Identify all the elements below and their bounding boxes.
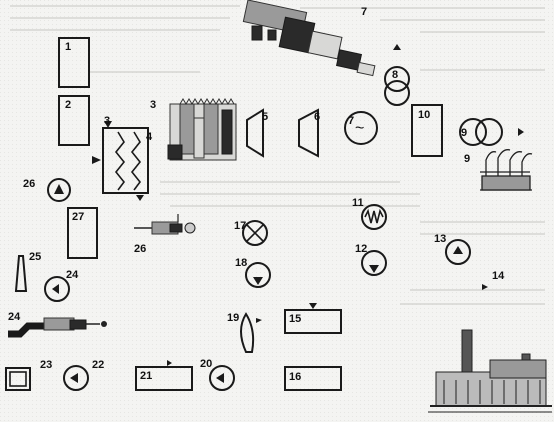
- label-3: 3: [104, 115, 110, 127]
- heat-exchanger-11: [361, 204, 387, 230]
- heater-17: [242, 220, 268, 246]
- pump-13: [445, 239, 471, 265]
- label-14: 14: [492, 270, 505, 282]
- pump-24: [44, 276, 70, 302]
- generator-icon: ~: [355, 120, 364, 137]
- deaerator-19: [240, 312, 255, 353]
- turbine-generator-illustration: [242, 0, 376, 77]
- zigzag-heater-right: [130, 131, 142, 191]
- unit-box-15: [284, 309, 342, 334]
- boiler-top-arrow: [104, 121, 112, 128]
- box-21-arrow: [167, 360, 172, 366]
- box-15-arrow: [309, 303, 317, 309]
- label-2: 2: [65, 99, 71, 111]
- unit-box-21: [135, 366, 193, 391]
- label-7: 7: [348, 115, 354, 127]
- unit-box-27: [67, 207, 98, 259]
- label-7-top: 7: [361, 6, 367, 18]
- label-10: 10: [418, 109, 430, 121]
- pump-20: [209, 365, 235, 391]
- boiler-box: [102, 127, 149, 194]
- label-18: 18: [235, 257, 247, 269]
- boiler-bottom-arrow: [136, 195, 144, 201]
- label-21: 21: [140, 370, 152, 382]
- arrow-14: [482, 284, 488, 290]
- unit-box-10: [411, 104, 443, 157]
- unit-box-16: [284, 366, 342, 391]
- transformer-9-right: [475, 118, 503, 146]
- label-4: 4: [146, 131, 153, 143]
- boiler-inlet-arrow: [92, 156, 101, 164]
- transformer-8-arrow: [393, 44, 401, 50]
- transformer-8-upper: [384, 66, 410, 92]
- power-plant-illustration: [428, 329, 552, 413]
- transformer-9-left: [459, 118, 487, 146]
- pump-12: [361, 250, 387, 276]
- transformer-8-lower: [384, 80, 410, 106]
- pump-12-triangle: [369, 265, 379, 273]
- label-11: 11: [352, 197, 364, 209]
- turbine-6: [298, 108, 319, 158]
- unit-box-2: [58, 95, 90, 146]
- pump-24-triangle: [52, 284, 59, 294]
- label-20: 20: [200, 358, 212, 370]
- pump-22: [63, 365, 89, 391]
- number-labels: 1 2 3 3 4 5 6 7 7 8 9 9 10 11 12 13 14 1…: [8, 6, 505, 383]
- pump-26: [47, 178, 71, 202]
- heat-exchanger-11-zigzag: [364, 208, 384, 224]
- generator-7: [344, 111, 378, 145]
- label-8: 8: [392, 69, 398, 81]
- power-lines-illustration: [480, 149, 533, 191]
- unit-box-1: [58, 37, 90, 88]
- chimney-25: [14, 255, 28, 292]
- label-24: 24: [66, 269, 79, 281]
- zigzag-heater-left: [114, 131, 126, 191]
- label-27: 27: [72, 211, 84, 223]
- label-19: 19: [227, 312, 239, 324]
- label-23: 23: [40, 359, 52, 371]
- boiler-illustration: [167, 98, 237, 161]
- label-13: 13: [434, 233, 446, 245]
- label-22: 22: [92, 359, 104, 371]
- label-25: 25: [29, 251, 41, 263]
- label-5: 5: [262, 111, 268, 123]
- pump-26-triangle: [54, 184, 64, 194]
- label-26-device: 26: [134, 243, 146, 255]
- label-16: 16: [289, 371, 301, 383]
- label-12: 12: [355, 243, 367, 255]
- pump-device-illustration: [134, 214, 196, 235]
- pump-18: [245, 262, 271, 288]
- transformer-9-arrow: [518, 128, 524, 136]
- label-26: 26: [23, 178, 35, 190]
- pump-22-triangle: [70, 373, 78, 383]
- pipeline-illustration: [8, 317, 107, 338]
- pump-20-triangle: [216, 373, 224, 383]
- pump-18-triangle: [253, 277, 263, 285]
- label-6: 6: [314, 111, 320, 123]
- deaerator-19-arrow: [256, 318, 262, 323]
- label-17: 17: [234, 220, 246, 232]
- label-3-boiler: 3: [150, 99, 156, 111]
- label-24-pipeline: 24: [8, 311, 21, 323]
- turbine-5: [246, 108, 264, 158]
- unit-box-23: [5, 367, 31, 391]
- pump-13-triangle: [453, 246, 463, 254]
- unit-box-23-inner: [9, 371, 27, 387]
- label-1: 1: [65, 41, 71, 53]
- label-9-lines: 9: [464, 153, 470, 165]
- heater-17-x2: [246, 224, 264, 242]
- label-15: 15: [289, 313, 301, 325]
- label-9: 9: [461, 127, 467, 139]
